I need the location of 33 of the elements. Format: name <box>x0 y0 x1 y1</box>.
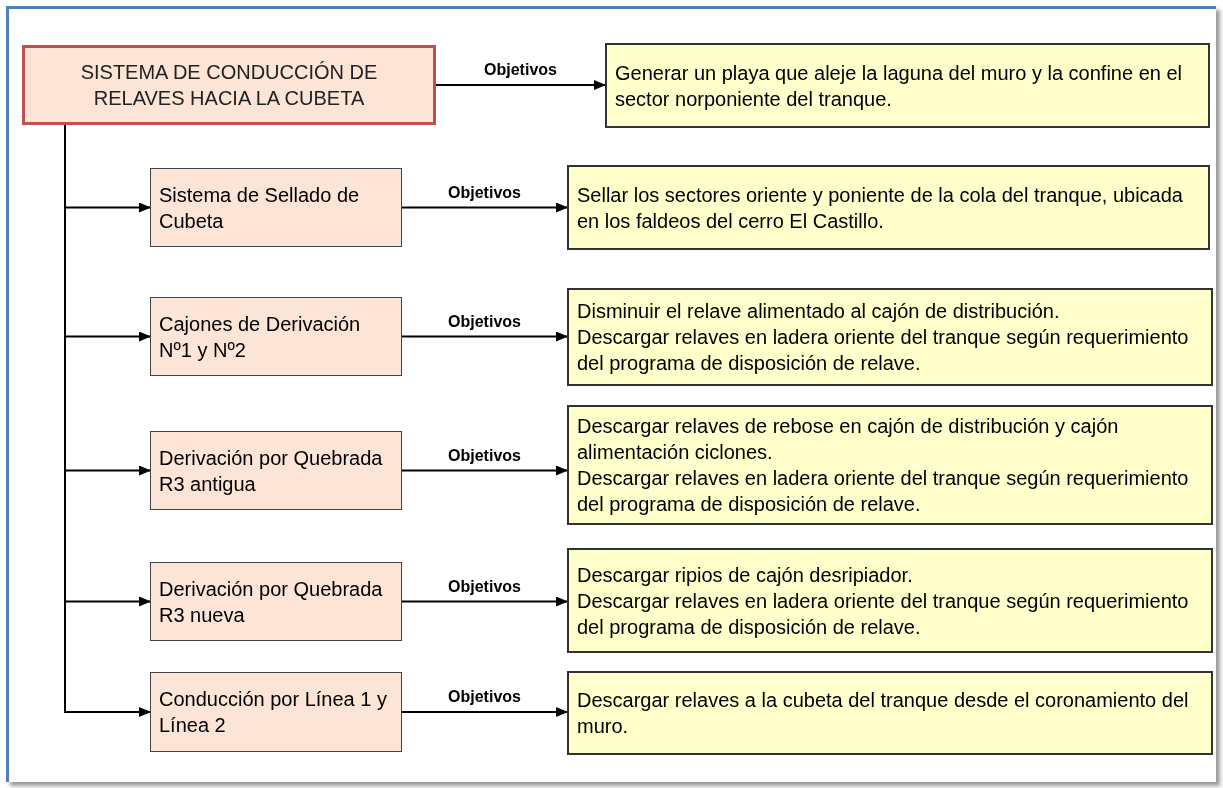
node-text: Derivación por Quebrada R3 antigua <box>159 445 384 497</box>
node-text: Disminuir el relave alimentado al cajón de distribución. <box>577 299 1061 324</box>
system-box <box>22 45 436 125</box>
node-text: Derivación por Quebrada R3 nueva <box>159 576 384 628</box>
subsystem-box <box>150 672 402 752</box>
node-text: Sistema de Sellado de Cubeta <box>159 182 361 234</box>
node-text: Cajones de Derivación Nº1 y Nº2 <box>159 311 362 363</box>
arrow <box>401 331 568 342</box>
objective-box <box>567 548 1213 653</box>
subsystem-box <box>150 431 402 510</box>
node-text: Descargar relaves en ladera oriente del tranque según requerimiento del programa de disposición de relave. <box>577 588 1190 640</box>
arrow <box>401 707 568 717</box>
node-text: Sellar los sectores oriente y poniente de la cola del tranque, ubicada en los faldeos del cerro El Castillo. <box>577 182 1184 234</box>
node-text: Descargar relaves en ladera oriente del tranque según requerimiento del programa de disposición de relave. <box>577 466 1190 517</box>
arrow <box>435 80 606 90</box>
node-text: Conducción por Línea 1 y Línea 2 <box>159 687 388 738</box>
subsystem-box <box>150 562 402 641</box>
objective-box <box>605 43 1210 128</box>
subsystem-box <box>150 297 402 376</box>
node-text: Descargar ripios de cajón desripiador. <box>577 562 914 588</box>
node-text: Descargar relaves de rebose en cajón de distribución y cajón alimentación ciclones. <box>577 414 1120 465</box>
arrow <box>401 465 568 476</box>
subsystem-box <box>150 168 402 247</box>
objective-box <box>567 165 1210 250</box>
arrow <box>401 596 568 607</box>
arrow <box>401 202 568 213</box>
node-text: Descargar relaves a la cubeta del tranque desde el coronamiento del muro. <box>577 688 1190 739</box>
node-text: Generar un playa que aleje la laguna del muro y la confine en el sector norponiente del tranque. <box>615 60 1184 112</box>
node-text: SISTEMA DE CONDUCCIÓN DE RELAVES HACIA LA CUBETA <box>79 60 379 111</box>
objective-box <box>567 405 1213 525</box>
objective-box <box>567 288 1213 386</box>
objective-box <box>567 671 1213 755</box>
node-text: Descargar relaves en ladera oriente del tranque según requerimiento del programa de disposición de relave. <box>577 325 1190 376</box>
